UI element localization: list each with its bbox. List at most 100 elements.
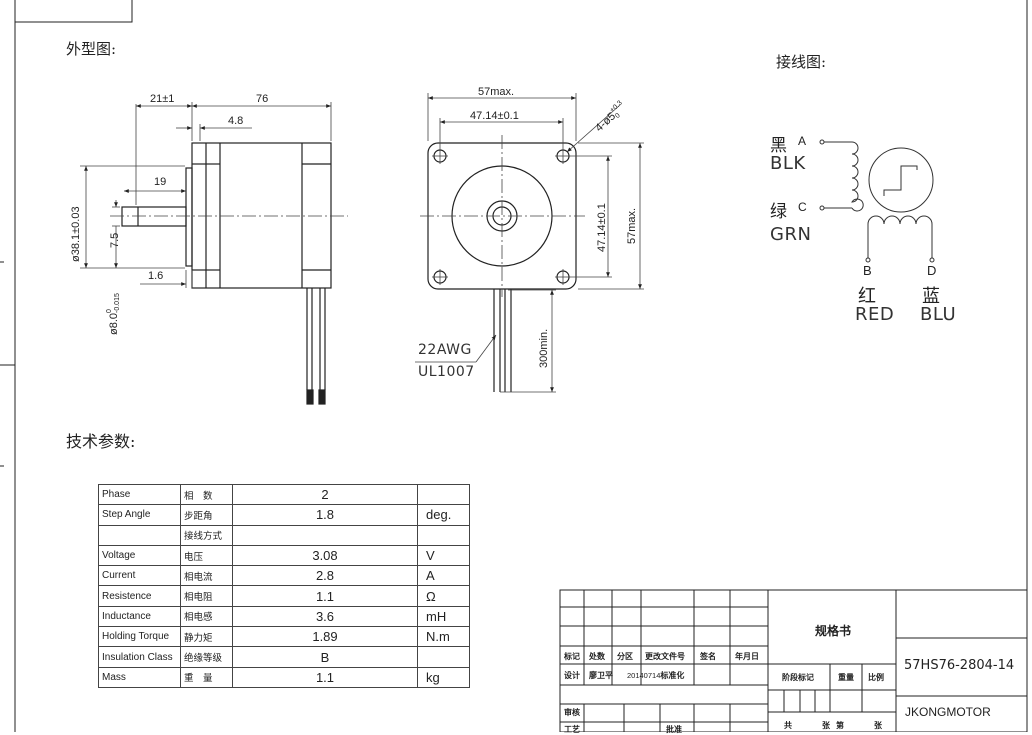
wire-c-color-en: GRN [770,224,812,245]
tb-h-date: 年月日 [735,651,759,661]
wire-b-pin: B [863,263,872,278]
wire-d-color-en: BLU [920,304,957,325]
param-cn: 重 量 [180,666,233,688]
tb-weight: 重量 [838,672,854,682]
param-value: 1.1 [232,585,418,607]
wire-a-color-en: BLK [770,153,806,174]
param-value: 3.6 [232,605,418,628]
param-unit [417,524,470,546]
param-en: Mass [98,666,181,688]
wire-c-color-cn: 绿 [770,202,787,222]
dim-76: 76 [256,93,269,105]
dim-pilot: ø38.1±0.03 [70,206,82,262]
wire-a-pin: A [798,134,807,148]
param-value [232,524,418,546]
param-value: 1.89 [232,626,418,648]
param-unit: V [417,544,470,567]
param-value: 1.8 [232,504,418,526]
tb-review: 审核 [564,707,580,717]
dim-57max-top: 57max. [478,86,515,98]
wire-b-color-en: RED [855,304,895,325]
param-value: 1.1 [232,666,418,688]
wire-d-color-cn: 蓝 [922,286,940,307]
tb-design-date-value: 20140714 [627,671,661,680]
tb-total: 共 [784,720,792,730]
dim-47-side: 47.14±0.1 [596,203,608,252]
param-cn: 相 数 [180,483,233,506]
tb-model-number: 57HS76-2804-14 [904,658,1015,673]
table-row: 接线方式 [98,524,470,546]
param-en: Phase [98,483,181,506]
tb-company: JKONGMOTOR [905,705,991,719]
param-unit: Ω [417,585,470,607]
title-block-lines [559,589,1028,732]
tb-doc-title: 规格书 [815,624,852,638]
dim-shaft-tol-lower: -0.015 [114,293,121,313]
wire-b-color-cn: 红 [858,286,876,307]
specs-heading: 技术参数: [66,432,136,451]
wiring-heading: 接线图: [776,53,827,71]
dim-57max-side: 57max. [626,207,638,244]
dim-shaft-value: ø8.0 [107,312,120,335]
param-en: Insulation Class [98,646,181,668]
param-cn: 相电流 [180,565,233,587]
param-cn: 步距角 [180,504,233,526]
param-en [98,524,181,546]
param-en: Inductance [98,605,181,628]
param-value: 3.08 [232,544,418,567]
param-en: Resistence [98,585,181,607]
param-unit: deg. [417,504,470,526]
wire-c-pin: C [798,200,807,214]
param-cn: 接线方式 [180,524,233,546]
param-en: Voltage [98,544,181,567]
dim-47-top: 47.14±0.1 [470,110,519,122]
wiring-diagram [819,139,935,263]
tb-h-count: 处数 [589,651,605,661]
tb-page-word: 第 [836,720,844,730]
param-unit [417,483,470,506]
param-en: Holding Torque [98,626,181,648]
param-value: 2 [232,483,418,506]
tb-scale: 比例 [868,672,884,682]
param-unit: mH [417,605,470,628]
wire-spec: UL1007 [418,364,475,380]
wire-gauge: 22AWG [418,342,472,358]
param-unit: A [417,565,470,587]
tb-standardize: 标准化 [660,670,685,680]
tb-sheet-word-2: 张 [874,720,882,730]
dim-1-6: 1.6 [148,270,164,282]
dim-4-8: 4.8 [228,115,244,127]
param-cn: 绝缘等级 [180,646,233,668]
param-cn: 相电阻 [180,585,233,607]
side-view [121,142,332,405]
dim-19: 19 [154,176,167,188]
param-value: 2.8 [232,565,418,587]
tb-design-date: 20140714标准化 [627,670,684,681]
dim-21: 21±1 [150,93,175,105]
tb-sheet-word: 张 [822,720,830,730]
param-cn: 相电感 [180,605,233,628]
tb-h-doc: 更改文件号 [645,651,685,661]
param-cn: 静力矩 [180,626,233,648]
tb-h-mark: 标记 [564,651,580,661]
param-en: Step Angle [98,504,181,526]
tb-h-sign: 签名 [700,651,716,661]
tb-design-label: 设计 [564,670,580,680]
outline-heading: 外型图: [66,40,117,58]
dim-lead-length: 300min. [538,328,550,368]
tb-process: 工艺 [564,724,580,734]
tb-h-zone: 分区 [617,651,633,661]
